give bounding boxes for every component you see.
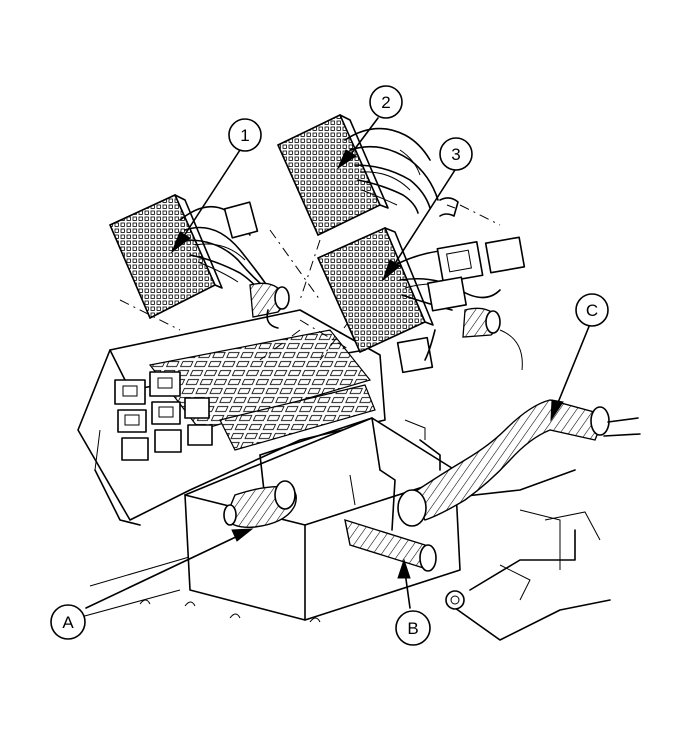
junction-box xyxy=(77,309,386,526)
callout-b: B xyxy=(395,610,431,646)
connector-3 xyxy=(316,197,526,374)
connector-2 xyxy=(276,113,439,237)
callout-a-label: A xyxy=(62,613,74,632)
harness-a xyxy=(223,480,297,529)
harness-c xyxy=(397,399,641,527)
callout-b-label: B xyxy=(407,619,418,638)
connector-1 xyxy=(108,193,290,329)
callout-1: 1 xyxy=(228,118,262,152)
callout-3-label: 3 xyxy=(451,145,460,164)
callout-2-label: 2 xyxy=(381,93,390,112)
callout-a: A xyxy=(50,604,86,640)
harness-b xyxy=(344,518,437,572)
callout-c-label: C xyxy=(586,301,598,320)
callout-leaders xyxy=(85,117,591,609)
guide-lines xyxy=(119,204,501,361)
callout-c: C xyxy=(575,293,609,327)
callout-3: 3 xyxy=(439,137,473,171)
harness-tray xyxy=(184,417,461,621)
callout-2: 2 xyxy=(369,85,403,119)
callout-1-label: 1 xyxy=(240,126,249,145)
